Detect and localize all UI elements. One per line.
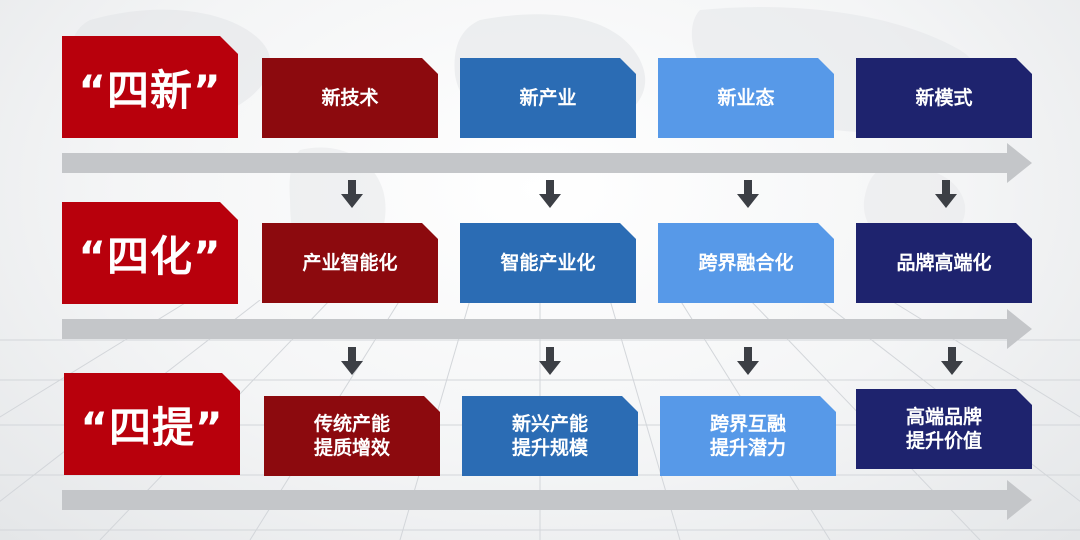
card-cross-border-potential: 跨界互融 提升潜力 (660, 396, 836, 476)
card-new-business-format: 新业态 (658, 58, 834, 138)
card-new-technology: 新技术 (262, 58, 438, 138)
timeline-arrow-bar (62, 143, 1032, 183)
down-arrow-icon (341, 347, 363, 375)
card-premium-brand-value: 高端品牌 提升价值 (856, 389, 1032, 469)
card-emerging-capacity: 新兴产能 提升规模 (462, 396, 638, 476)
timeline-arrow-bar (62, 309, 1032, 349)
card-industrial-intelligence: 产业智能化 (262, 223, 438, 303)
row-label: “四新” (62, 36, 238, 138)
down-arrow-icon (539, 180, 561, 208)
card-new-industry: 新产业 (460, 58, 636, 138)
card-cross-border-integration: 跨界融合化 (658, 223, 834, 303)
card-intelligent-industrialization: 智能产业化 (460, 223, 636, 303)
card-brand-upscaling: 品牌高端化 (856, 223, 1032, 303)
down-arrow-icon (941, 347, 963, 375)
row-label: “四化” (62, 202, 238, 304)
down-arrow-icon (737, 347, 759, 375)
timeline-arrow-bar (62, 480, 1032, 520)
down-arrow-icon (341, 180, 363, 208)
row-label: “四提” (64, 373, 240, 475)
down-arrow-icon (737, 180, 759, 208)
down-arrow-icon (935, 180, 957, 208)
down-arrow-icon (539, 347, 561, 375)
card-new-model: 新模式 (856, 58, 1032, 138)
card-traditional-capacity: 传统产能 提质增效 (264, 396, 440, 476)
